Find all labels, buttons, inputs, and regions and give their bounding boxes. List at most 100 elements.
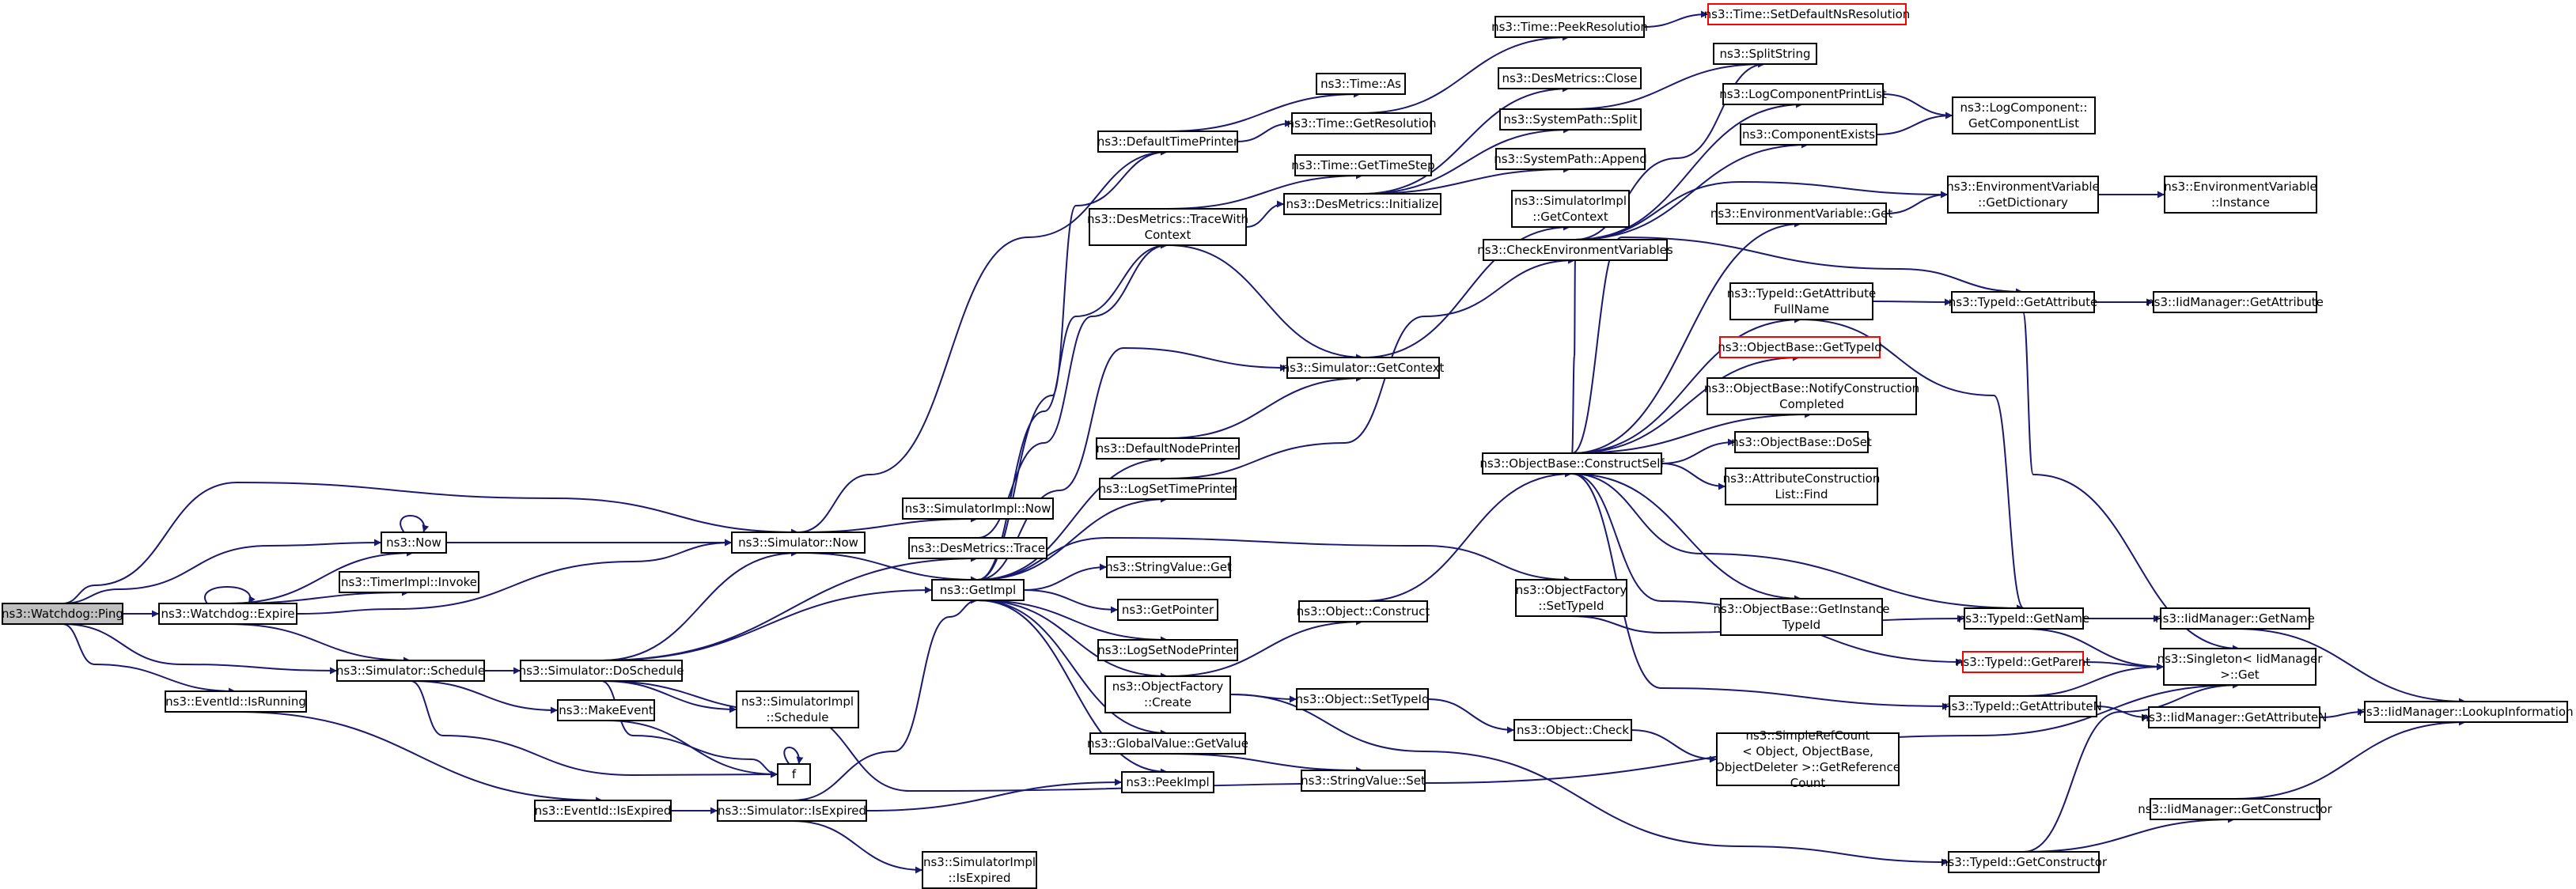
node-layer: ns3::Watchdog::Ping ns3::Watchdog::Expire…: [2, 3, 2574, 889]
node-box: [1316, 73, 1406, 95]
node-now[interactable]: ns3::Now: [381, 532, 447, 554]
node-box: [1499, 108, 1642, 131]
node-simnow[interactable]: ns3::Simulator::Now: [731, 532, 866, 554]
node-getcomponentlist[interactable]: ns3::LogComponent::GetComponentList: [1952, 96, 2096, 134]
node-box: [1949, 695, 2097, 717]
node-logsettimeprinter[interactable]: ns3::LogSetTimePrinter: [1098, 478, 1237, 500]
node-simisexpired[interactable]: ns3::Simulator::IsExpired: [717, 800, 867, 822]
node-typeidgetconstructor[interactable]: ns3::TypeId::GetConstructor: [1941, 851, 2108, 873]
call-edge: [62, 623, 338, 675]
node-label: ns3::Time::SetDefaultNsResolution: [1704, 7, 1911, 21]
node-box: [1089, 732, 1246, 755]
node-constructself[interactable]: ns3::ObjectBase::ConstructSelf: [1479, 452, 1665, 475]
node-box: [1740, 123, 1877, 146]
node-logcomponentprintlist[interactable]: ns3::LogComponentPrintList: [1719, 83, 1887, 105]
node-checkenv[interactable]: ns3::CheckEnvironmentVariables: [1477, 239, 1673, 261]
node-systempathsplit[interactable]: ns3::SystemPath::Split: [1499, 108, 1642, 131]
node-stringvalueget[interactable]: ns3::StringValue::Get: [1105, 556, 1232, 578]
node-ping[interactable]: ns3::Watchdog::Ping: [2, 603, 123, 625]
node-timeas[interactable]: ns3::Time::As: [1316, 73, 1406, 95]
node-timegetresolution[interactable]: ns3::Time::GetResolution: [1287, 112, 1437, 134]
node-box: [922, 851, 1037, 889]
node-iidgetconstructor[interactable]: ns3::IidManager::GetConstructor: [2138, 798, 2333, 820]
node-objectcheck[interactable]: ns3::Object::Check: [1513, 719, 1632, 741]
node-isexpired[interactable]: ns3::EventId::IsExpired: [534, 800, 672, 822]
node-iidgetname[interactable]: ns3::IidManager::GetName: [2155, 607, 2315, 630]
node-setdefaultnsres[interactable]: ns3::Time::SetDefaultNsResolution: [1704, 3, 1911, 25]
node-splitstring[interactable]: ns3::SplitString: [1713, 43, 1817, 65]
node-envgetdictionary[interactable]: ns3::EnvironmentVariable::GetDictionary: [1946, 176, 2100, 214]
node-doset[interactable]: ns3::ObjectBase::DoSet: [1731, 431, 1872, 453]
node-globalvalueget[interactable]: ns3::GlobalValue::GetValue: [1087, 732, 1248, 755]
node-label: ns3::TypeId::GetParent: [1956, 655, 2090, 669]
node-label: ::Instance: [2211, 195, 2270, 210]
node-simimplschedule[interactable]: ns3::SimulatorImpl::Schedule: [736, 690, 859, 728]
node-label: ns3::PeekImpl: [1126, 775, 1209, 789]
node-label: ::Schedule: [766, 710, 828, 724]
node-destrace[interactable]: ns3::DesMetrics::Trace: [908, 537, 1047, 559]
node-objectconstruct[interactable]: ns3::Object::Construct: [1297, 600, 1430, 622]
call-edge: [1362, 470, 1573, 602]
node-objectfactorysettypeid[interactable]: ns3::ObjectFactory::SetTypeId: [1515, 579, 1627, 617]
node-desclose[interactable]: ns3::DesMetrics::Close: [1498, 67, 1642, 89]
call-edge: [797, 515, 979, 533]
node-notifyconstruction[interactable]: ns3::ObjectBase::NotifyConstructionCompl…: [1704, 377, 1919, 415]
node-logsetnodeprinter[interactable]: ns3::LogSetNodePrinter: [1097, 639, 1239, 661]
node-label: TypeId: [1782, 618, 1820, 632]
node-componentexists[interactable]: ns3::ComponentExists: [1740, 123, 1877, 146]
node-timegettimestep[interactable]: ns3::Time::GetTimeStep: [1291, 154, 1435, 176]
node-f[interactable]: f: [777, 763, 811, 785]
node-label: ns3::Object::SetTypeId: [1296, 692, 1430, 706]
node-objectfactorycreate[interactable]: ns3::ObjectFactory::Create: [1104, 675, 1231, 713]
node-makeevent[interactable]: ns3::MakeEvent: [557, 699, 655, 721]
node-iidgetattributen[interactable]: ns3::IidManager::GetAttributeN: [2142, 706, 2328, 728]
call-edge: [977, 241, 1169, 539]
node-defaulttimeprinter[interactable]: ns3::DefaultTimePrinter: [1097, 131, 1239, 153]
node-iidlookup[interactable]: ns3::IidManager::LookupInformation: [2358, 701, 2574, 723]
node-label: ::Create: [1144, 695, 1191, 709]
node-desinitialize[interactable]: ns3::DesMetrics::Initialize: [1283, 193, 1441, 215]
call-edge: [977, 455, 1169, 581]
node-getimpl[interactable]: ns3::GetImpl: [931, 579, 1025, 601]
node-envinstance[interactable]: ns3::EnvironmentVariable::Instance: [2164, 176, 2317, 214]
node-box: [1495, 148, 1646, 170]
node-objectbasegettypeid[interactable]: ns3::ObjectBase::GetTypeId: [1718, 336, 1882, 358]
call-edge: [1023, 589, 1119, 614]
call-edge: [400, 515, 430, 533]
node-getpointer[interactable]: ns3::GetPointer: [1117, 599, 1218, 621]
node-simimplgetcontext[interactable]: ns3::SimulatorImpl::GetContext: [1511, 190, 1630, 228]
node-timepeekresolution[interactable]: ns3::Time::PeekResolution: [1491, 16, 1648, 38]
node-simgetcontext[interactable]: ns3::Simulator::GetContext: [1282, 357, 1445, 379]
node-typeidgetparent[interactable]: ns3::TypeId::GetParent: [1956, 651, 2090, 673]
node-typeidgetname[interactable]: ns3::TypeId::GetName: [1958, 607, 2089, 630]
call-edge: [1167, 256, 1576, 479]
node-doschedule[interactable]: ns3::Simulator::DoSchedule: [519, 660, 684, 682]
node-expire[interactable]: ns3::Watchdog::Expire: [158, 603, 297, 625]
node-timerinvoke[interactable]: ns3::TimerImpl::Invoke: [339, 571, 479, 593]
node-schedule[interactable]: ns3::Simulator::Schedule: [336, 660, 485, 682]
node-typeidgetattributen[interactable]: ns3::TypeId::GetAttributeN: [1944, 695, 2102, 717]
node-iidgetattribute[interactable]: ns3::IidManager::GetAttribute: [2146, 291, 2324, 313]
node-simimplnow[interactable]: ns3::SimulatorImpl::Now: [902, 497, 1054, 520]
node-label: Context: [1145, 228, 1191, 242]
node-isrunning[interactable]: ns3::EventId::IsRunning: [165, 690, 307, 713]
node-box: [1482, 452, 1662, 475]
node-objectsettypeid[interactable]: ns3::Object::SetTypeId: [1296, 688, 1430, 710]
node-box: [520, 660, 683, 682]
node-singletonget[interactable]: ns3::Singleton< IidManager>::Get: [2157, 648, 2324, 686]
node-label: ns3::GetPointer: [1122, 603, 1214, 617]
call-edge: [1801, 319, 2025, 612]
node-peekimpl[interactable]: ns3::PeekImpl: [1121, 771, 1214, 793]
node-simplerefcount[interactable]: ns3::SimpleRefCount< Object, ObjectBase,…: [1715, 728, 1900, 790]
node-typeidgetattribute[interactable]: ns3::TypeId::GetAttribute: [1949, 291, 2097, 313]
node-stringvalueset[interactable]: ns3::StringValue::Set: [1301, 770, 1426, 792]
node-envget[interactable]: ns3::EnvironmentVariable::Get: [1710, 202, 1892, 225]
call-edge: [2023, 628, 2165, 671]
node-simimplisexpired[interactable]: ns3::SimulatorImpl::IsExpired: [922, 851, 1037, 889]
node-systempathappend[interactable]: ns3::SystemPath::Append: [1494, 148, 1647, 170]
node-defaultnodeprinter[interactable]: ns3::DefaultNodePrinter: [1096, 437, 1241, 460]
